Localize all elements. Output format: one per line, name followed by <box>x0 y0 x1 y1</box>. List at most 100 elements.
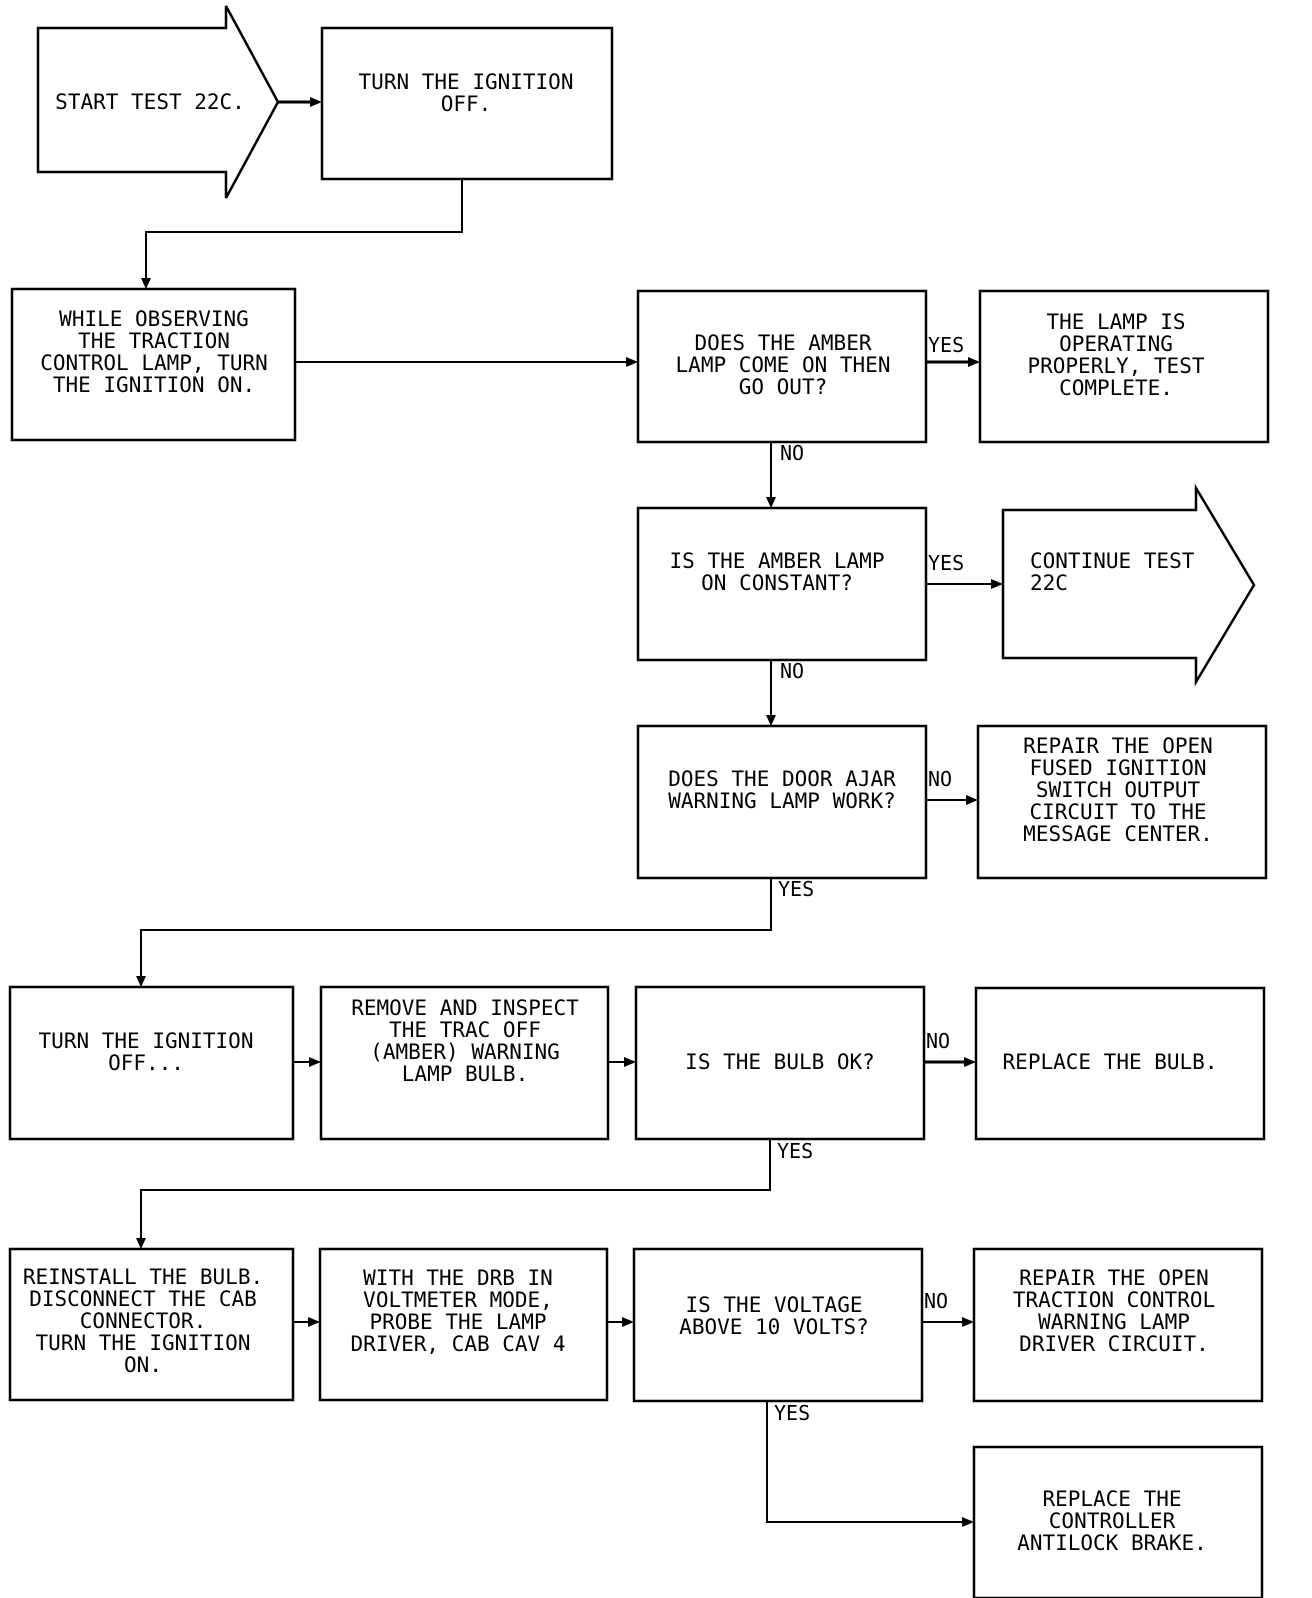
connector-ignition-to-observe <box>141 179 463 289</box>
node-text-line: IS THE BULB OK? <box>685 1050 875 1074</box>
node-text-line: ABOVE 10 VOLTS? <box>679 1315 869 1339</box>
node-text-line: SWITCH OUTPUT <box>1036 778 1201 802</box>
amber-on-off-decision <box>636 289 928 444</box>
connector-constant-no-to-door <box>766 660 776 726</box>
node-text-line: THE TRAC OFF <box>389 1018 541 1042</box>
connector-voltage-yes-to-replace <box>766 1401 974 1527</box>
label-voltage-yes: YES <box>774 1401 810 1425</box>
voltage-decision <box>632 1247 924 1403</box>
node-text-line: DRIVER CIRCUIT. <box>1019 1332 1209 1356</box>
node-text-line: CONTROL LAMP, TURN <box>40 351 268 375</box>
label-amber-constant-no: NO <box>780 659 804 683</box>
connector-bulb-yes-to-reinstall <box>136 1139 771 1249</box>
node-text-line: OFF... <box>108 1051 184 1075</box>
connector-ignition-off-to-remove <box>293 1057 321 1067</box>
node-text-line: PROPERLY, TEST <box>1027 354 1204 378</box>
label-door-ajar-yes: YES <box>778 877 814 901</box>
continue-test-arrow <box>1001 483 1256 687</box>
node-text-line: TURN THE IGNITION <box>36 1331 251 1355</box>
connector-door-yes-to-ignition-off <box>136 878 772 987</box>
connector-start-to-ignition <box>278 97 322 107</box>
connector-amber-yes-to-lamp-ok <box>926 357 980 367</box>
node-text-line: OFF. <box>441 92 492 116</box>
ignition-off-2-text: TURN THE IGNITIONOFF... <box>39 1029 254 1075</box>
connector-remove-to-bulb-ok <box>608 1057 636 1067</box>
replace-bulb-text: REPLACE THE BULB. <box>1003 1050 1218 1074</box>
connector-amber-no-to-constant <box>766 442 776 508</box>
label-amber-constant-yes: YES <box>928 551 964 575</box>
node-text-line: WHILE OBSERVING <box>59 307 249 331</box>
node-text-line: VOLTMETER MODE, <box>363 1288 553 1312</box>
node-text-line: WARNING LAMP WORK? <box>668 789 896 813</box>
lamp-ok-box <box>978 289 1270 444</box>
node-text-line: IS THE VOLTAGE <box>685 1293 862 1317</box>
replace-controller-box <box>972 1445 1264 1598</box>
node-text-line: COMPLETE. <box>1059 376 1173 400</box>
node-text-line: DOES THE DOOR AJAR <box>668 767 896 791</box>
node-text-line: PROBE THE LAMP <box>369 1310 546 1334</box>
remove-bulb-box <box>319 985 610 1141</box>
node-text-line: CONTINUE TEST <box>1030 549 1195 573</box>
node-text-line: CIRCUIT TO THE <box>1029 800 1206 824</box>
node-text-line: WARNING LAMP <box>1038 1310 1190 1334</box>
label-amber-on-off-yes: YES <box>928 333 964 357</box>
start-test-arrow <box>36 5 280 199</box>
node-text-line: ON CONSTANT? <box>701 571 853 595</box>
node-text-line: REINSTALL THE BULB. <box>23 1265 263 1289</box>
label-bulb-ok-no: NO <box>926 1029 950 1053</box>
node-text-line: THE LAMP IS <box>1046 310 1185 334</box>
label-voltage-no: NO <box>924 1289 948 1313</box>
ignition-off-2-box <box>8 985 295 1141</box>
ignition-off-box <box>320 26 614 181</box>
amber-constant-decision <box>636 506 928 662</box>
connector-reinstall-to-drb <box>293 1317 320 1327</box>
connector-door-no-to-repair <box>926 795 978 805</box>
node-text-line: TURN THE IGNITION <box>39 1029 254 1053</box>
reinstall-bulb-text: REINSTALL THE BULB.DISCONNECT THE CABCON… <box>23 1265 263 1377</box>
observe-lamp-box <box>10 287 297 442</box>
connector-constant-yes-to-continue <box>926 579 1003 589</box>
start-test-text: START TEST 22C. <box>55 90 245 114</box>
connector-drb-to-voltage <box>607 1317 634 1327</box>
node-text-line: REPLACE THE <box>1042 1487 1181 1511</box>
node-text-line: IS THE AMBER LAMP <box>670 549 885 573</box>
replace-bulb-box <box>974 986 1266 1141</box>
node-text-line: DRIVER, CAB CAV 4 <box>351 1332 566 1356</box>
repair-fused-box <box>976 724 1268 880</box>
node-text-line: REPLACE THE BULB. <box>1003 1050 1218 1074</box>
node-text-line: WITH THE DRB IN <box>363 1266 553 1290</box>
node-text-line: ON. <box>124 1353 162 1377</box>
node-text-line: THE TRACTION <box>78 329 230 353</box>
node-text-line: REPAIR THE OPEN <box>1023 734 1213 758</box>
node-text-line: CONTROLLER <box>1049 1509 1176 1533</box>
node-text-line: TURN THE IGNITION <box>359 70 574 94</box>
drb-probe-box <box>318 1247 609 1402</box>
node-text-line: TRACTION CONTROL <box>1013 1288 1215 1312</box>
bulb-ok-decision <box>634 985 926 1141</box>
label-amber-on-off-no: NO <box>780 441 804 465</box>
reinstall-bulb-box <box>8 1247 295 1402</box>
node-text-line: CONNECTOR. <box>80 1309 206 1333</box>
label-door-ajar-no: NO <box>928 767 952 791</box>
node-text-line: GO OUT? <box>739 375 828 399</box>
node-text-line: REPAIR THE OPEN <box>1019 1266 1209 1290</box>
node-text-line: REMOVE AND INSPECT <box>351 996 579 1020</box>
bulb-ok-text: IS THE BULB OK? <box>685 1050 875 1074</box>
repair-traction-box <box>972 1247 1264 1403</box>
connector-bulb-no-to-replace <box>924 1057 976 1067</box>
node-text-line: START TEST 22C. <box>55 90 245 114</box>
connector-voltage-no-to-repair <box>922 1317 974 1327</box>
node-text-line: (AMBER) WARNING <box>370 1040 560 1064</box>
